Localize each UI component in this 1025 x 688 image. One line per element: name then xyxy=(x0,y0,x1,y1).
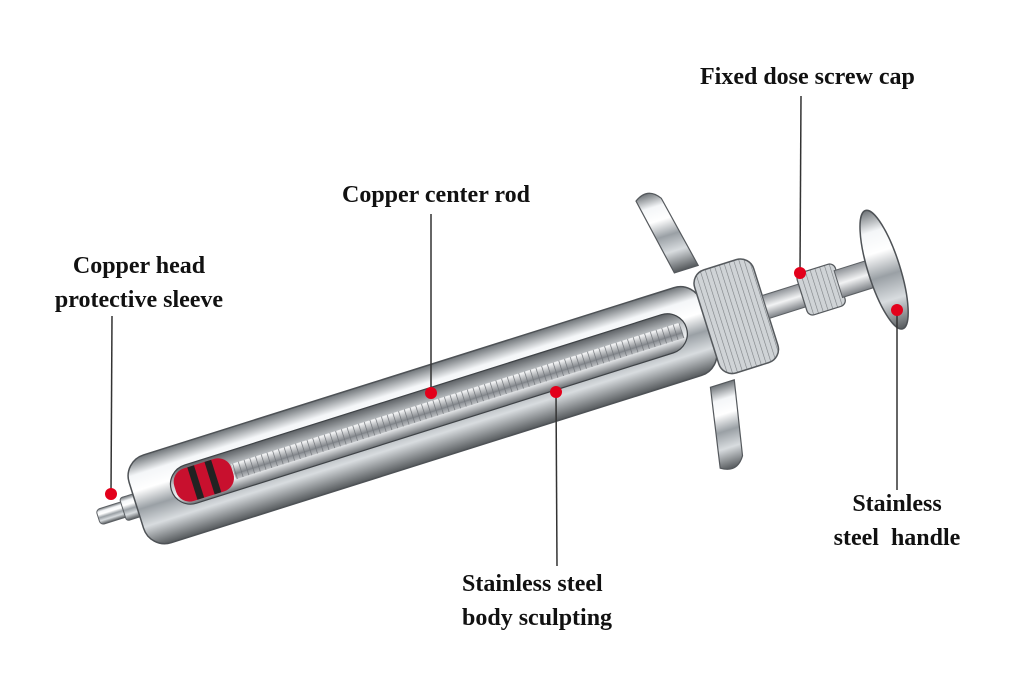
syringe-body xyxy=(96,192,909,545)
leader-screw-cap xyxy=(799,95,802,274)
markers xyxy=(105,267,903,500)
label-stainless-steel-body-sculpting: Stainless steel body sculpting xyxy=(462,567,612,635)
marker-screw-cap xyxy=(794,267,806,279)
marker-body xyxy=(550,386,562,398)
label-line: body sculpting xyxy=(462,605,613,631)
label-line: steel handle xyxy=(833,525,961,551)
label-line: Stainless xyxy=(852,491,942,517)
finger-flange xyxy=(635,192,700,274)
label-line: Stainless steel xyxy=(462,571,603,597)
label-fixed-dose-screw-cap: Fixed dose screw cap xyxy=(700,60,915,94)
marker-center-rod xyxy=(425,387,437,399)
label-line: protective sleeve xyxy=(54,287,224,313)
label-copper-center-rod: Copper center rod xyxy=(342,178,530,212)
label-line: Copper center rod xyxy=(342,182,530,208)
label-stainless-steel-handle: Stainless steel handle xyxy=(822,487,972,555)
marker-handle xyxy=(891,304,903,316)
marker-copper-head xyxy=(105,488,117,500)
label-line: Fixed dose screw cap xyxy=(700,64,915,90)
center-rod xyxy=(231,322,685,480)
leader-copper-head xyxy=(110,315,113,495)
leader-lines xyxy=(110,95,898,567)
label-line: Copper head xyxy=(72,253,206,279)
handle-disk xyxy=(859,209,909,330)
leader-body xyxy=(555,391,558,567)
label-copper-head-protective-sleeve: Copper head protective sleeve xyxy=(44,249,234,317)
